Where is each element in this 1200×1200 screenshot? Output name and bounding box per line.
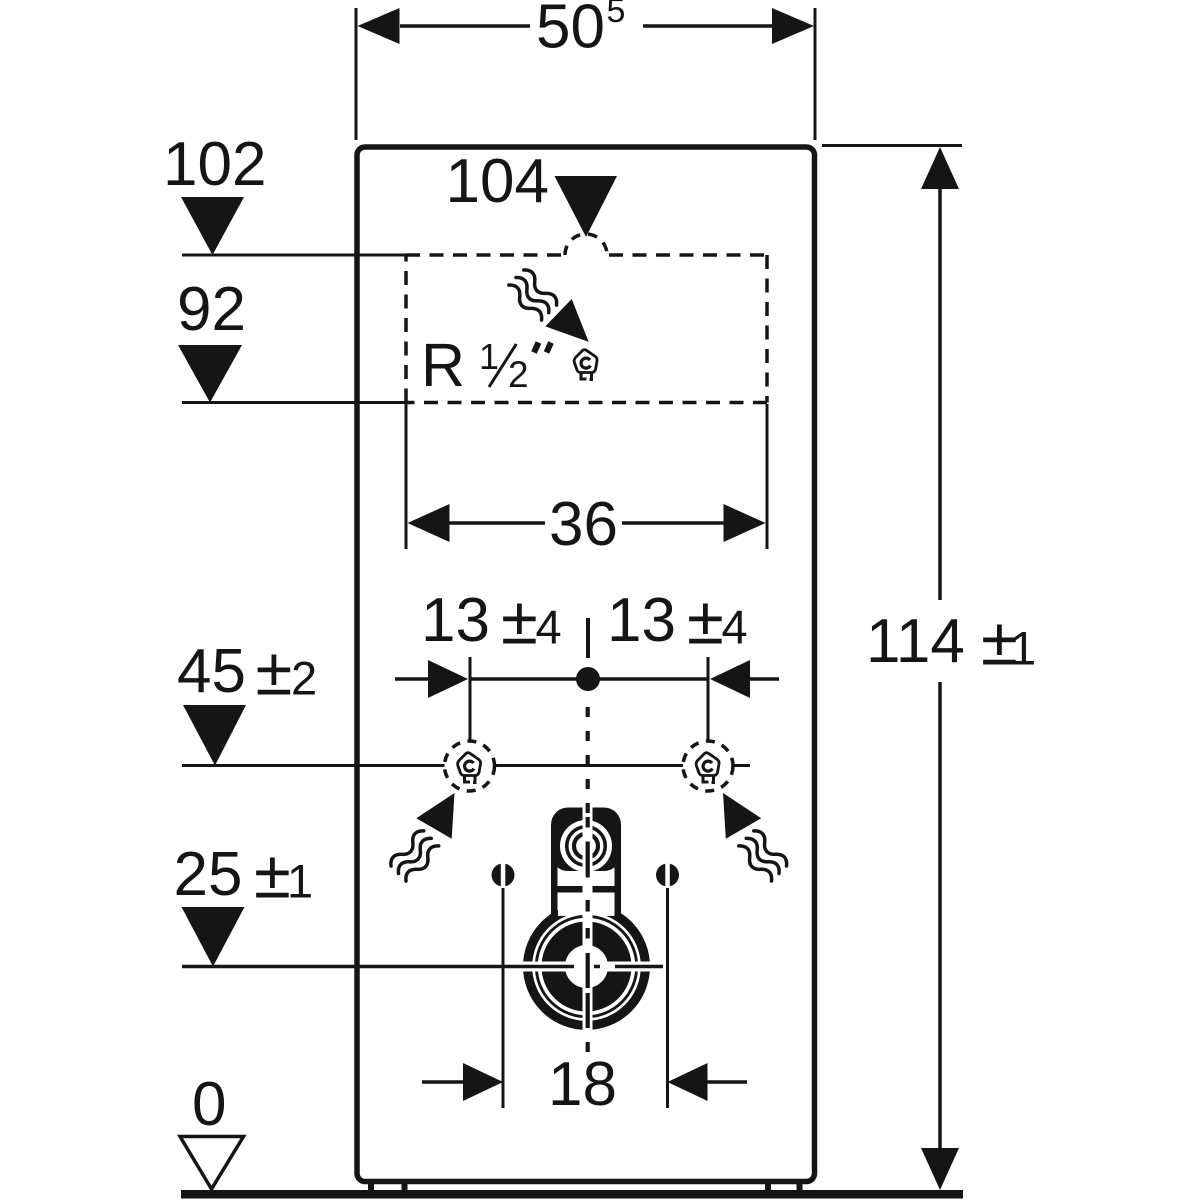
svg-text:50: 50 bbox=[536, 0, 605, 62]
svg-text:R: R bbox=[421, 331, 465, 399]
svg-text:18: 18 bbox=[548, 1050, 617, 1119]
svg-text:114: 114 bbox=[866, 607, 965, 676]
svg-text:1: 1 bbox=[479, 336, 499, 377]
svg-text:102: 102 bbox=[163, 130, 266, 199]
svg-text:±: ± bbox=[981, 605, 1018, 680]
svg-text:±: ± bbox=[501, 584, 538, 659]
svg-text:4: 4 bbox=[722, 601, 748, 654]
svg-text:5: 5 bbox=[607, 0, 626, 30]
svg-text:0: 0 bbox=[192, 1070, 226, 1139]
svg-text:45: 45 bbox=[177, 637, 246, 706]
svg-text:13: 13 bbox=[421, 586, 490, 655]
svg-text:92: 92 bbox=[177, 275, 246, 344]
svg-text:13: 13 bbox=[607, 586, 676, 655]
svg-text:4: 4 bbox=[536, 601, 562, 654]
svg-text:2: 2 bbox=[508, 354, 529, 395]
svg-text:±: ± bbox=[687, 584, 724, 659]
svg-text:25: 25 bbox=[174, 840, 243, 909]
svg-text:±: ± bbox=[254, 838, 291, 913]
svg-text:104: 104 bbox=[446, 147, 549, 216]
svg-text:1: 1 bbox=[287, 855, 313, 908]
svg-text:±: ± bbox=[256, 635, 293, 710]
svg-text:2: 2 bbox=[291, 652, 317, 705]
svg-text:1: 1 bbox=[1010, 622, 1036, 675]
svg-text:36: 36 bbox=[549, 490, 618, 559]
